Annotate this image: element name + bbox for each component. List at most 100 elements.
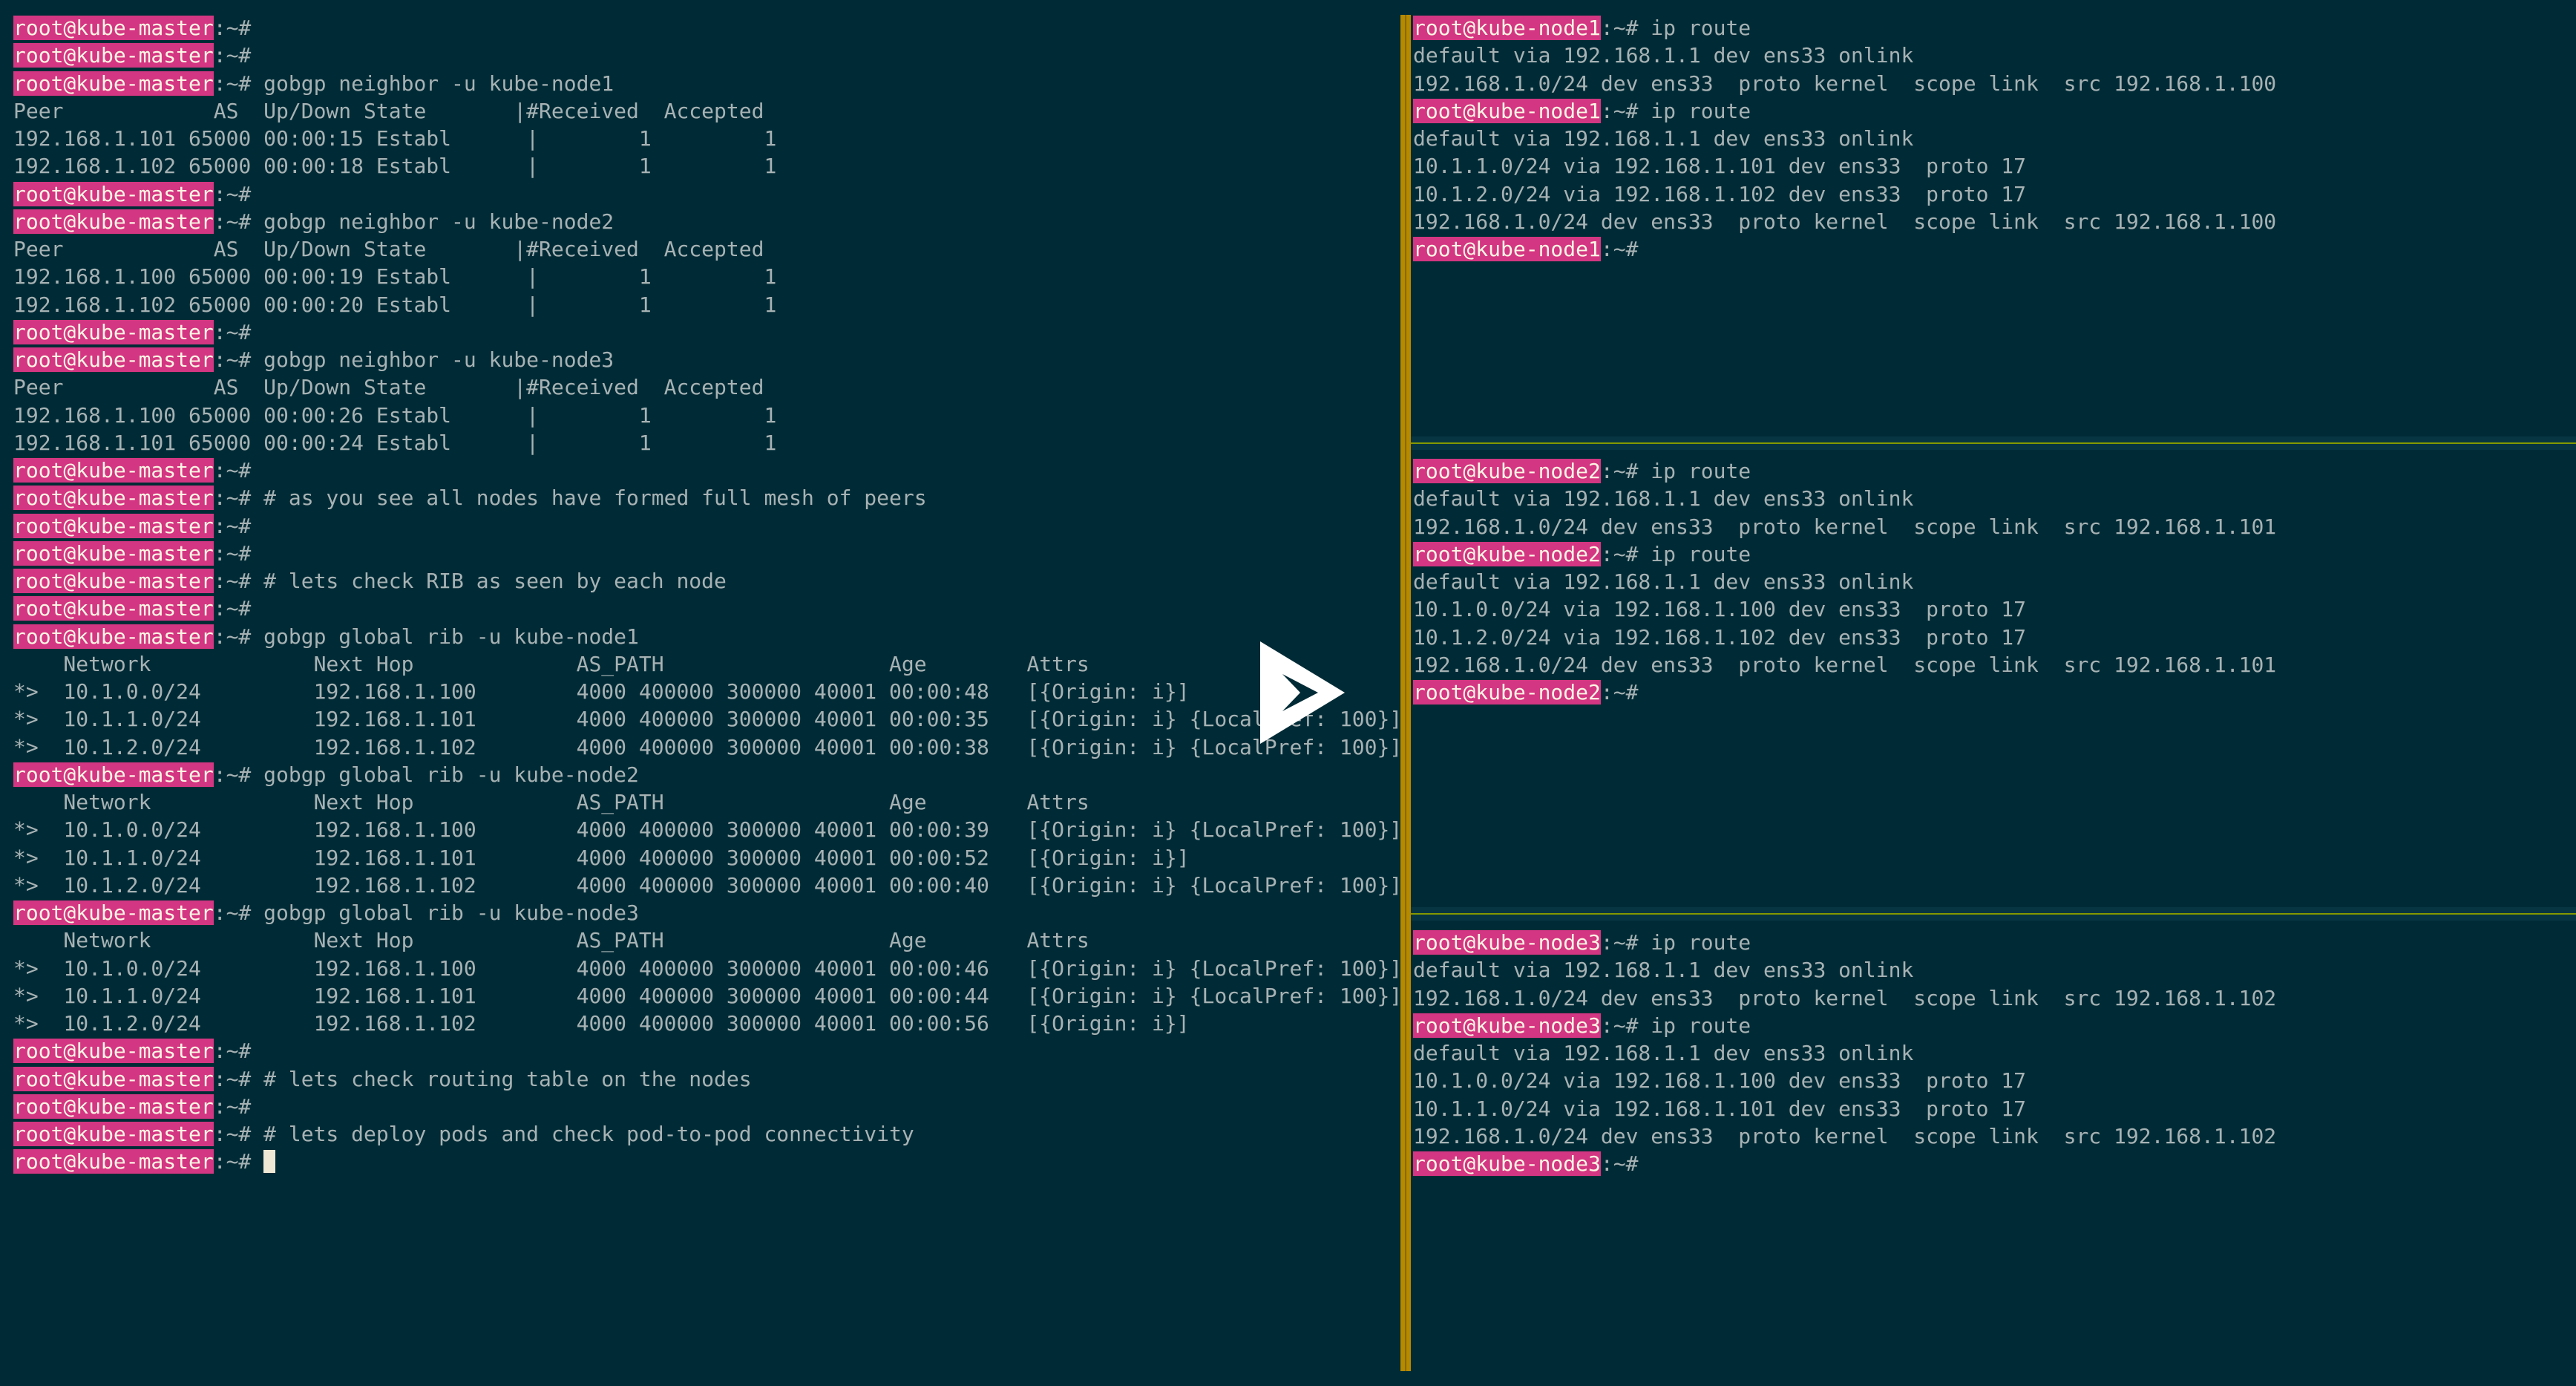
shell-prompt: root@kube-master	[13, 762, 214, 787]
terminal-line: root@kube-master:~#	[13, 42, 1400, 69]
output-text: 192.168.1.102 65000 00:00:18 Establ | 1 …	[13, 154, 777, 179]
output-text: 192.168.1.0/24 dev ens33 proto kernel sc…	[1413, 71, 2277, 96]
shell-prompt: root@kube-master	[13, 458, 214, 483]
command-text: :~# gobgp neighbor -u kube-node1	[213, 71, 614, 96]
output-text: *> 10.1.1.0/24 192.168.1.101 4000 400000…	[13, 845, 1190, 870]
command-text: :~#	[213, 1094, 252, 1119]
terminal-line: root@kube-master:~# gobgp global rib -u …	[13, 761, 1400, 788]
command-text: :~# # lets check routing table on the no…	[213, 1066, 752, 1091]
terminal-line: 192.168.1.102 65000 00:00:20 Establ | 1 …	[13, 291, 1400, 318]
terminal-line: *> 10.1.1.0/24 192.168.1.101 4000 400000…	[13, 844, 1400, 872]
shell-prompt: root@kube-master	[13, 319, 214, 344]
output-text: default via 192.168.1.1 dev ens33 onlink	[1413, 43, 1914, 68]
command-text: :~#	[213, 1039, 252, 1064]
output-text: default via 192.168.1.1 dev ens33 onlink	[1413, 486, 1914, 511]
terminal-line: root@kube-master:~#	[13, 1093, 1400, 1120]
shell-prompt: root@kube-master	[13, 513, 214, 538]
terminal-line: root@kube-master:~# # lets check RIB as …	[13, 567, 1400, 595]
shell-prompt: root@kube-node3	[1413, 1013, 1601, 1038]
output-text: *> 10.1.0.0/24 192.168.1.100 4000 400000…	[13, 817, 1400, 843]
shell-prompt: root@kube-master	[13, 486, 214, 511]
shell-prompt: root@kube-node1	[1413, 98, 1601, 123]
terminal-line: root@kube-master:~#	[13, 14, 1400, 42]
output-text: default via 192.168.1.1 dev ens33 onlink	[1413, 1041, 1914, 1065]
output-text: Peer AS Up/Down State |#Received Accepte…	[13, 237, 764, 261]
pane-divider-horizontal-top[interactable]	[1411, 437, 2576, 450]
terminal-line: *> 10.1.2.0/24 192.168.1.102 4000 400000…	[13, 1010, 1400, 1037]
command-text: :~#	[213, 540, 252, 566]
command-text: :~# gobgp global rib -u kube-node1	[213, 624, 639, 649]
terminal-line: *> 10.1.2.0/24 192.168.1.102 4000 400000…	[13, 733, 1400, 761]
terminal-line: default via 192.168.1.1 dev ens33 onlink	[1413, 1039, 2571, 1067]
shell-prompt: root@kube-node2	[1413, 541, 1601, 566]
output-text: 10.1.1.0/24 via 192.168.1.101 dev ens33 …	[1413, 154, 2027, 179]
output-text: 10.1.0.0/24 via 192.168.1.100 dev ens33 …	[1413, 1068, 2027, 1094]
terminal-line: root@kube-node1:~#	[1413, 235, 2571, 263]
output-text: 192.168.1.102 65000 00:00:20 Establ | 1 …	[13, 292, 777, 317]
output-text: 10.1.2.0/24 via 192.168.1.102 dev ens33 …	[1413, 181, 2027, 206]
terminal-line: root@kube-master:~#	[13, 1037, 1400, 1065]
pane-divider-horizontal-bottom[interactable]	[1411, 907, 2576, 921]
terminal-line: root@kube-master:~# gobgp neighbor -u ku…	[13, 346, 1400, 373]
terminal-line: 192.168.1.101 65000 00:00:15 Establ | 1 …	[13, 125, 1400, 152]
terminal-line: 10.1.2.0/24 via 192.168.1.102 dev ens33 …	[1413, 180, 2571, 208]
pane-divider-vertical[interactable]	[1400, 15, 1411, 1371]
output-text: *> 10.1.0.0/24 192.168.1.100 4000 400000…	[13, 955, 1400, 981]
terminal-line: 192.168.1.0/24 dev ens33 proto kernel sc…	[1413, 70, 2571, 97]
terminal-line: 192.168.1.0/24 dev ens33 proto kernel sc…	[1413, 208, 2571, 235]
output-text: 192.168.1.101 65000 00:00:15 Establ | 1 …	[13, 126, 777, 151]
terminal-line: root@kube-master:~# # as you see all nod…	[13, 484, 1400, 511]
output-text: default via 192.168.1.1 dev ens33 onlink	[1413, 126, 1914, 151]
shell-prompt: root@kube-node1	[1413, 237, 1601, 261]
terminal-line: 10.1.0.0/24 via 192.168.1.100 dev ens33 …	[1413, 595, 2571, 623]
command-text: :~# gobgp global rib -u kube-node3	[213, 900, 639, 925]
terminal-line: *> 10.1.0.0/24 192.168.1.100 4000 400000…	[13, 816, 1400, 843]
play-icon[interactable]	[1254, 637, 1351, 748]
terminal-pane-kube-master[interactable]: root@kube-master:~#root@kube-master:~#ro…	[13, 14, 1400, 1365]
shell-prompt: root@kube-node3	[1413, 1151, 1601, 1176]
terminal-line: root@kube-master:~#	[13, 318, 1400, 346]
terminal-line: Peer AS Up/Down State |#Received Accepte…	[13, 373, 1400, 401]
terminal-line: root@kube-node1:~# ip route	[1413, 14, 2571, 42]
terminal-line: 10.1.0.0/24 via 192.168.1.100 dev ens33 …	[1413, 1067, 2571, 1094]
output-text: *> 10.1.1.0/24 192.168.1.101 4000 400000…	[13, 983, 1400, 1008]
command-text: :~# gobgp neighbor -u kube-node3	[213, 347, 614, 372]
output-text: *> 10.1.2.0/24 192.168.1.102 4000 400000…	[13, 1011, 1190, 1036]
terminal-line: 192.168.1.0/24 dev ens33 proto kernel sc…	[1413, 1122, 2571, 1150]
shell-prompt: root@kube-master	[13, 347, 214, 372]
terminal-line: root@kube-master:~# gobgp global rib -u …	[13, 899, 1400, 926]
terminal-line: 10.1.2.0/24 via 192.168.1.102 dev ens33 …	[1413, 624, 2571, 651]
terminal-line: Network Next Hop AS_PATH Age Attrs	[13, 788, 1400, 816]
terminal-line: root@kube-master:~# # lets deploy pods a…	[13, 1120, 1400, 1148]
terminal-line: root@kube-node1:~# ip route	[1413, 97, 2571, 125]
output-text: 192.168.1.0/24 dev ens33 proto kernel sc…	[1413, 985, 2277, 1010]
command-text: :~# ip route	[1600, 1013, 1751, 1038]
terminal-line: root@kube-node3:~# ip route	[1413, 929, 2571, 956]
terminal-line: root@kube-master:~# # lets check routing…	[13, 1065, 1400, 1093]
command-text: :~# gobgp neighbor -u kube-node2	[213, 209, 614, 234]
output-text: Peer AS Up/Down State |#Received Accepte…	[13, 375, 764, 400]
command-text: :~#	[213, 181, 252, 206]
command-text: :~# ip route	[1600, 98, 1751, 123]
terminal-line: 192.168.1.0/24 dev ens33 proto kernel sc…	[1413, 984, 2571, 1012]
terminal-line: default via 192.168.1.1 dev ens33 onlink	[1413, 568, 2571, 595]
command-text: :~#	[213, 458, 252, 483]
shell-prompt: root@kube-node2	[1413, 680, 1601, 705]
shell-prompt: root@kube-node1	[1413, 16, 1601, 40]
terminal-line: *> 10.1.1.0/24 192.168.1.101 4000 400000…	[13, 982, 1400, 1010]
shell-prompt: root@kube-master	[13, 1122, 214, 1146]
output-text: default via 192.168.1.1 dev ens33 onlink	[1413, 569, 1914, 594]
output-text: default via 192.168.1.1 dev ens33 onlink	[1413, 958, 1914, 983]
terminal-line: 192.168.1.101 65000 00:00:24 Establ | 1 …	[13, 429, 1400, 457]
terminal-line: 192.168.1.0/24 dev ens33 proto kernel sc…	[1413, 651, 2571, 679]
terminal-line: root@kube-master:~#	[13, 1148, 1400, 1175]
terminal-line: root@kube-master:~#	[13, 512, 1400, 540]
output-text: Peer AS Up/Down State |#Received Accepte…	[13, 98, 764, 123]
terminal-line: 10.1.1.0/24 via 192.168.1.101 dev ens33 …	[1413, 152, 2571, 180]
output-text: 192.168.1.100 65000 00:00:19 Establ | 1 …	[13, 264, 777, 290]
terminal-line: root@kube-master:~#	[13, 457, 1400, 484]
